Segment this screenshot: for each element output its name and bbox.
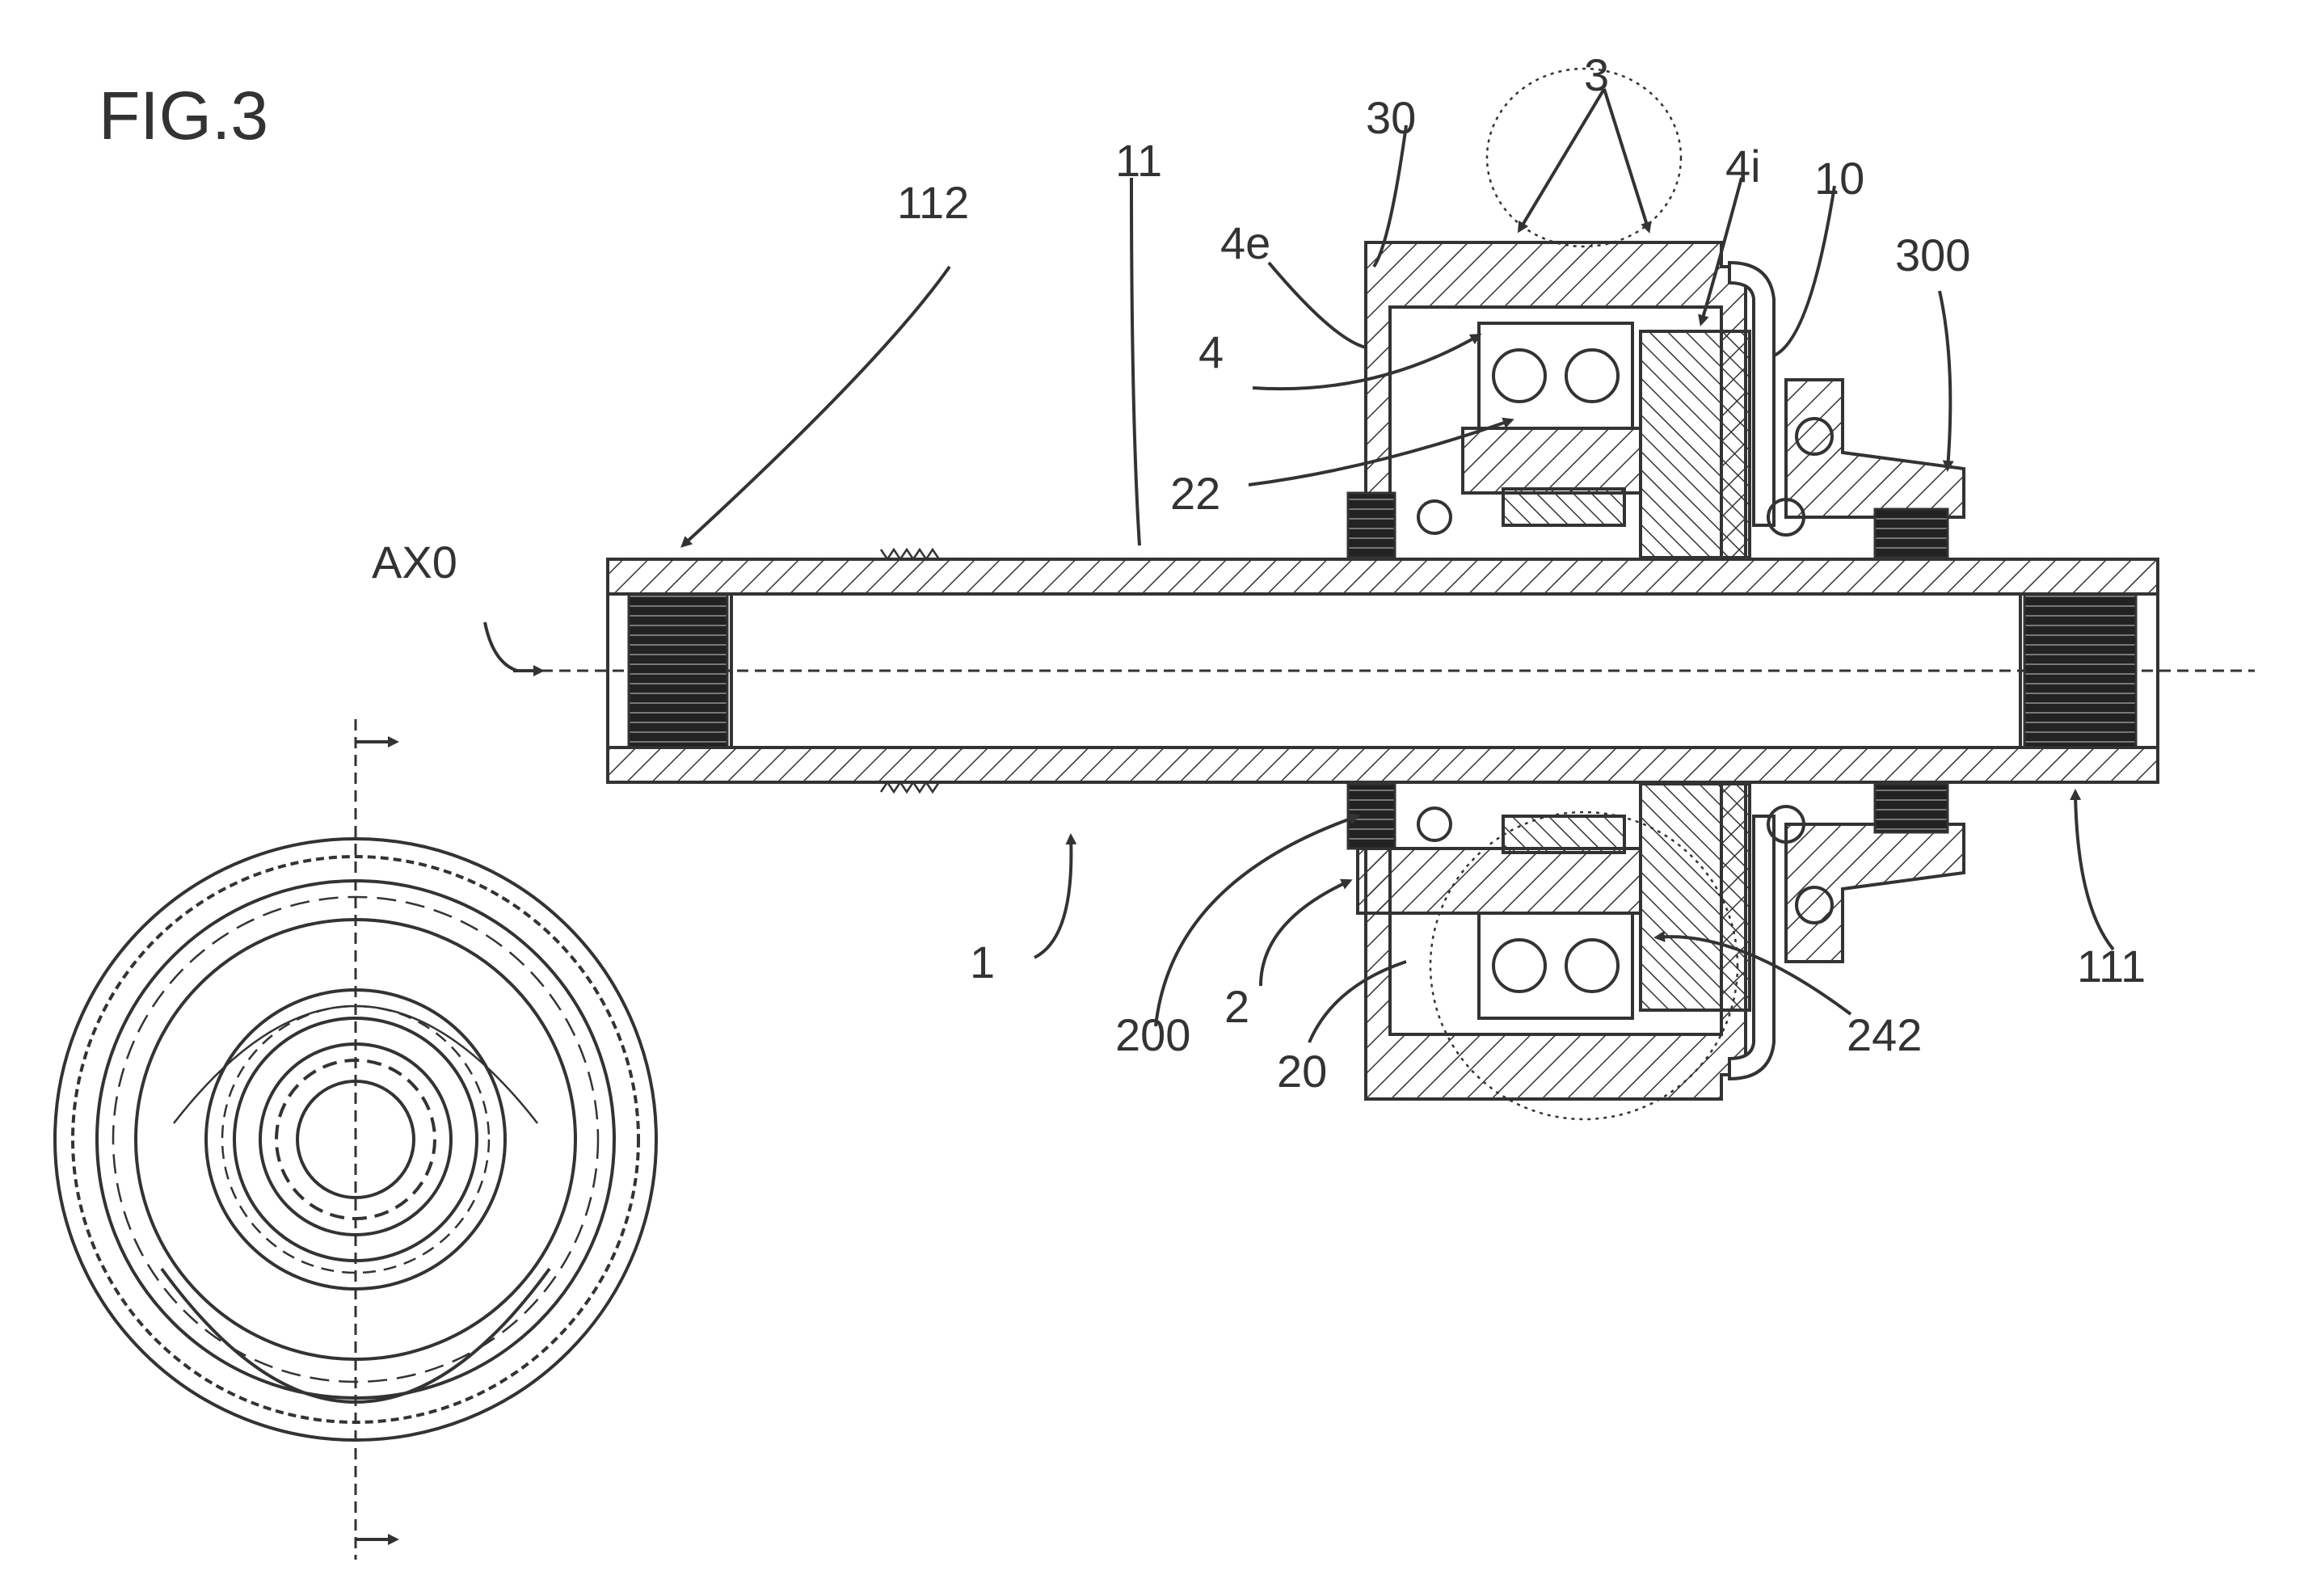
label-111: 111 [2077,941,2146,992]
label-1: 1 [970,937,995,987]
right-thread [2023,592,2138,749]
bearing-upper [1477,322,1634,430]
label-242: 242 [1847,1009,1922,1060]
label-112: 112 [897,177,969,228]
label-4e: 4e [1220,217,1270,268]
label-axis: AX0 [372,537,457,587]
label-200: 200 [1115,1009,1190,1060]
label-30: 30 [1366,92,1416,143]
label-300: 300 [1895,230,1970,280]
label-2: 2 [1224,981,1249,1032]
label-10: 10 [1814,153,1864,204]
figure-title: FIG.3 [99,78,268,154]
label-11: 11 [1115,135,1162,186]
label-20: 20 [1277,1046,1327,1097]
label-22: 22 [1170,468,1220,519]
label-4i: 4i [1725,141,1761,192]
end-view [53,719,658,1560]
shaft-section [541,547,2255,794]
left-thread [627,592,729,749]
label-4: 4 [1198,326,1224,377]
hub-assembly-upper [1346,241,1965,559]
detail-circle-3 [1485,67,1683,248]
bearing-lower [1477,912,1634,1020]
hub-assembly-lower [1346,782,1965,1121]
label-3: 3 [1584,49,1609,100]
leader-lines [483,87,2115,1043]
reference-labels: AX0 112 11 30 3 4i 10 4e 300 4 22 1 200 … [372,49,2146,1097]
